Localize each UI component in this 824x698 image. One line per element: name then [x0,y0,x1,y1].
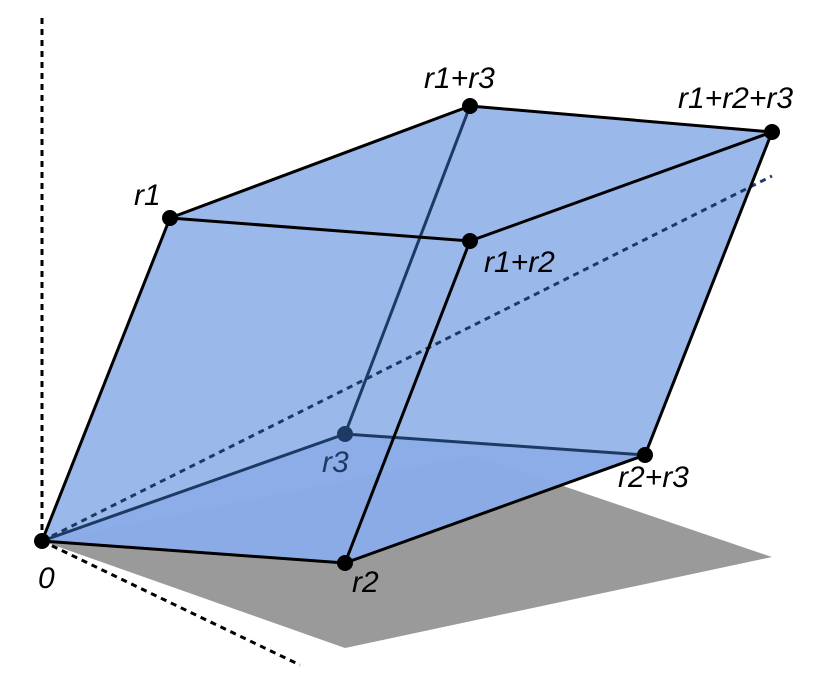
vertex-r1-r3 [462,98,478,114]
label-r2-r3: r2+r3 [618,461,689,494]
edge-r2-r2r3 [344,453,646,565]
vertex-r1 [162,210,178,226]
edge-r1-r1r2 [169,216,471,243]
edge-0-r2 [41,539,346,565]
label-origin: 0 [38,562,55,595]
vertex-r1-r2-r3 [764,124,780,140]
shadow-floor [42,455,772,648]
vertex-r2 [337,555,353,571]
parallelepiped-body [42,106,772,563]
vertex-r1-r2 [462,233,478,249]
edge-r2-r1r2 [343,240,472,564]
edge-r1r2-r1r2r3 [469,130,773,243]
hidden-edge-0-r3 [41,432,346,543]
visible-edges [40,104,774,565]
edge-0-r1 [40,217,172,542]
edge-r1r3-r1r2r3 [469,104,773,134]
vertex-r3 [337,426,353,442]
vertices [34,98,780,571]
vertex-origin [34,533,50,549]
main-diagonal [41,174,773,543]
label-r1-r3: r1+r3 [424,62,495,95]
vertex-r2-r3 [637,447,653,463]
label-r1: r1 [134,179,161,212]
edge-r2r3-r1r2r3 [643,131,774,456]
floor-axis [41,539,301,667]
label-r1-r2-r3: r1+r2+r3 [678,82,793,115]
label-r1-r2: r1+r2 [484,246,555,279]
edge-r1-r1r3 [169,104,471,220]
label-r3: r3 [322,446,349,479]
label-r2: r2 [352,566,379,599]
hidden-edge-r3-r1r3 [343,105,472,435]
